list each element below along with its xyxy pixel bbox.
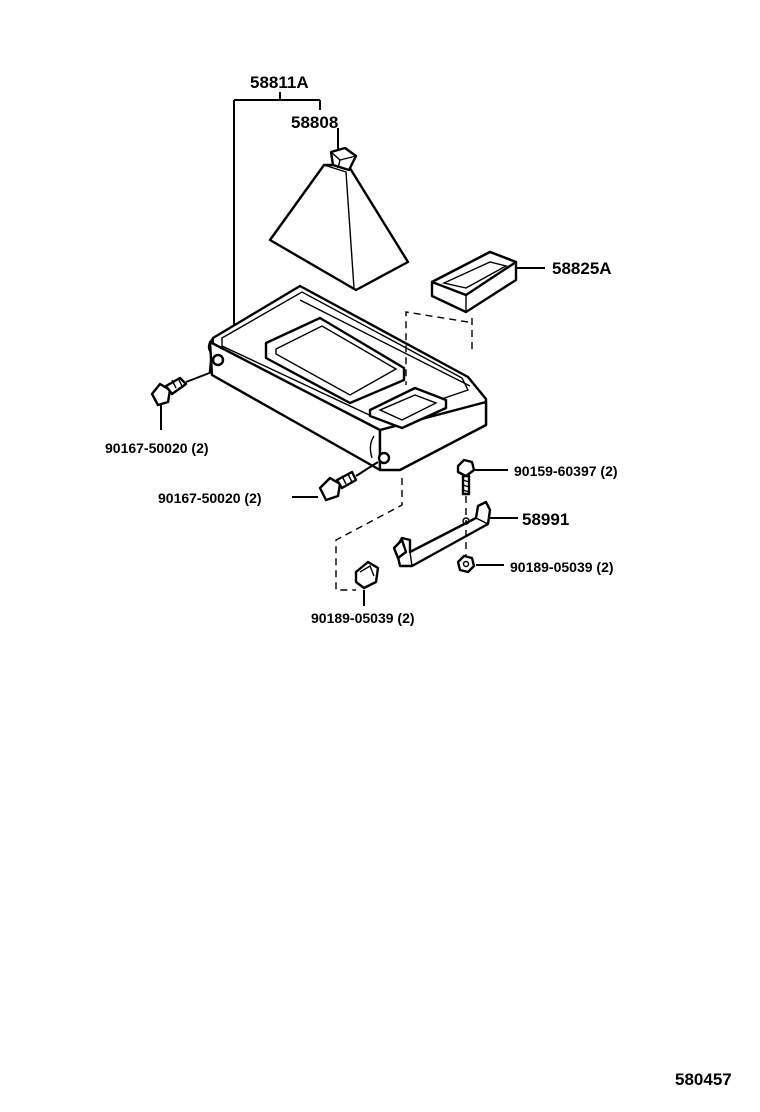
assembly-leader-58811A (233, 92, 321, 330)
label-58825A: 58825A (552, 259, 612, 278)
label-58991: 58991 (522, 510, 569, 529)
shift-boot-icon (268, 128, 410, 292)
label-90189-05039-right: 90189-05039 (2) (510, 559, 614, 575)
clip-nut-icon (335, 478, 403, 606)
label-58808: 58808 (291, 113, 338, 132)
diagram-id: 580457 (675, 1070, 732, 1089)
screw-icon-lower (292, 461, 379, 502)
label-90167-50020-lower: 90167-50020 (2) (158, 490, 262, 506)
label-58811A: 58811A (250, 73, 309, 92)
bracket-icon (392, 500, 518, 568)
label-90167-50020-upper: 90167-50020 (2) (105, 440, 209, 456)
label-90189-05039-bottom: 90189-05039 (2) (311, 610, 415, 626)
console-box-icon (207, 284, 488, 472)
screw-icon-upper (150, 371, 213, 430)
tray-insert-icon (405, 250, 545, 385)
nut-icon (456, 530, 504, 574)
label-90159-60397: 90159-60397 (2) (514, 463, 618, 479)
